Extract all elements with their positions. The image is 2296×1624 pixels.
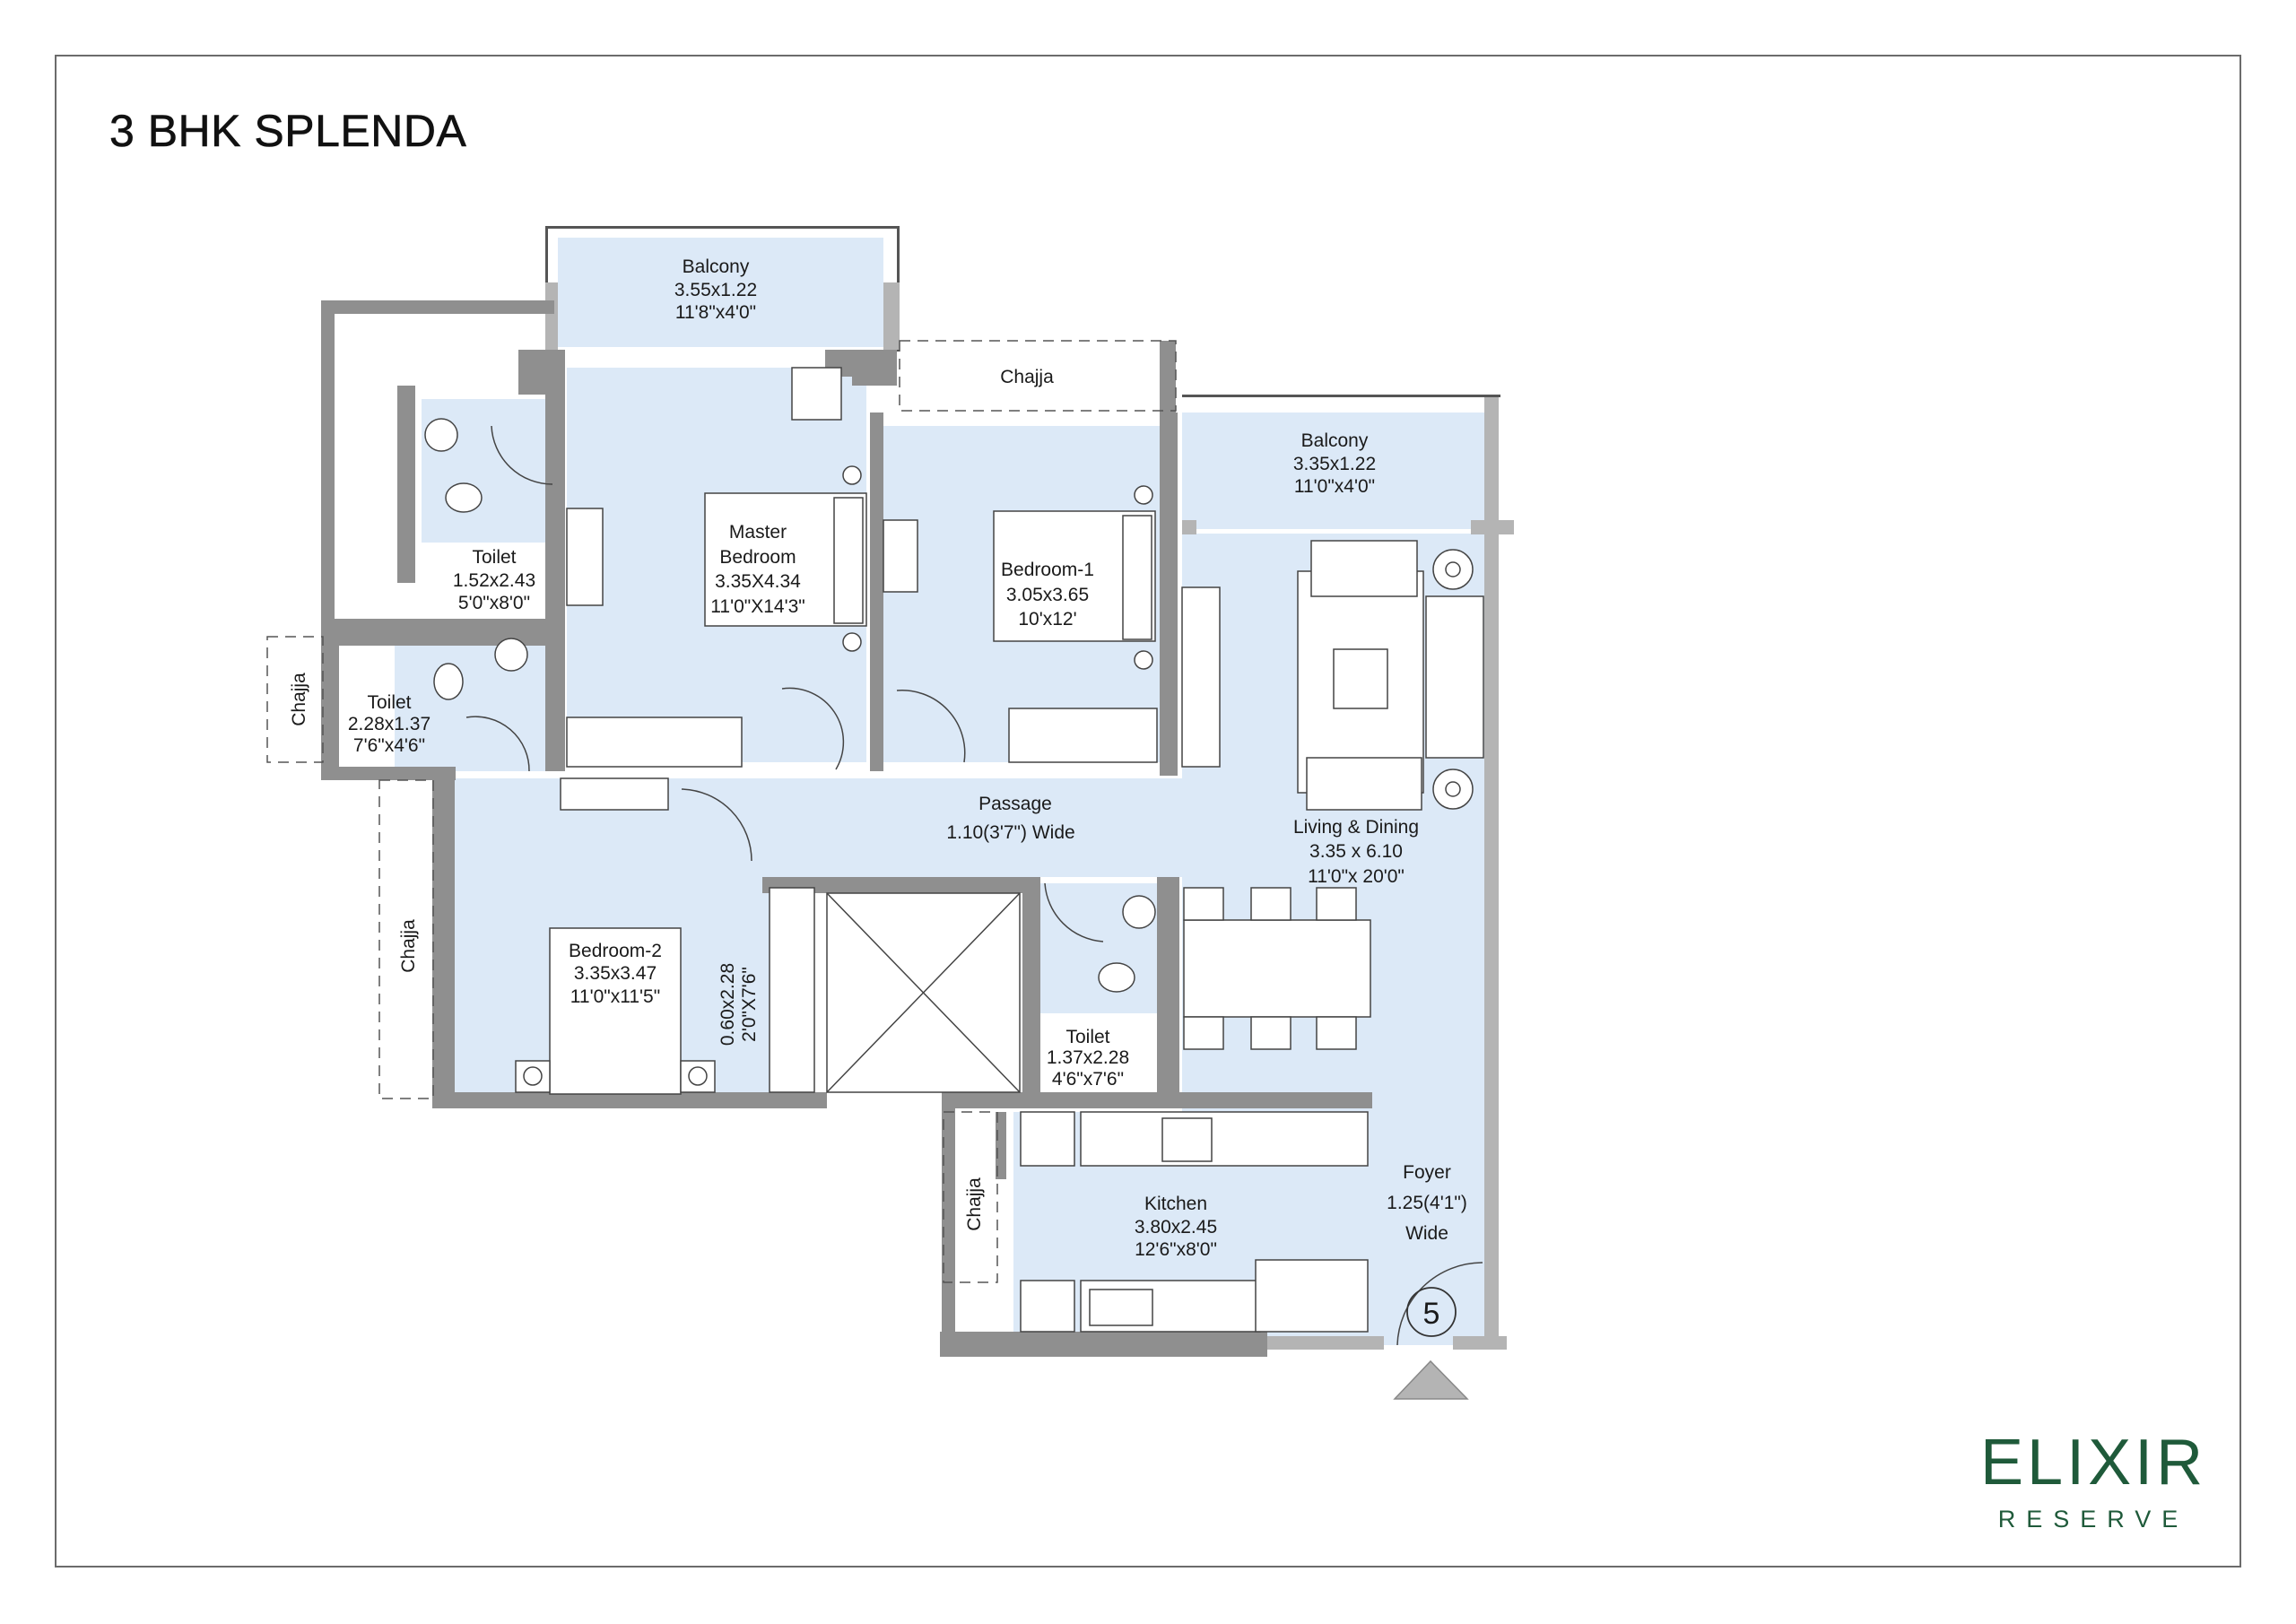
toilet-master-imperial: 5'0"x8'0" bbox=[458, 593, 530, 613]
entry-arrow-icon bbox=[1393, 1359, 1469, 1400]
chajja-bedroom2-outline bbox=[378, 779, 434, 1099]
toilet-common-imperial: 4'6"x7'6" bbox=[1052, 1069, 1124, 1090]
chajja-bedroom2-label: Chajja bbox=[398, 919, 419, 973]
foyer-name: Foyer bbox=[1403, 1162, 1451, 1183]
toilet-master-metric: 1.52x2.43 bbox=[453, 570, 535, 591]
wardrobe-metric: 0.60x2.28 bbox=[718, 963, 738, 1046]
bedroom2-metric: 3.35x3.47 bbox=[574, 963, 657, 984]
chajja-top-outline bbox=[899, 340, 1177, 412]
chajja-top-label: Chajja bbox=[1000, 367, 1054, 387]
cooktop bbox=[1161, 1117, 1213, 1162]
master-bedroom-name-2: Bedroom bbox=[719, 547, 796, 568]
chajja-left-outline bbox=[266, 636, 324, 763]
balcony-right-metric: 3.35x1.22 bbox=[1293, 454, 1376, 474]
sink bbox=[1089, 1289, 1153, 1326]
chajja-kitchen-outline bbox=[943, 1111, 998, 1283]
brand-logo: ELIXIR RESERVE bbox=[1980, 1427, 2207, 1533]
bedroom1-imperial: 10'x12' bbox=[1018, 609, 1076, 630]
furniture bbox=[424, 367, 1484, 1346]
kitchen-metric: 3.80x2.45 bbox=[1135, 1217, 1217, 1238]
wardrobe bbox=[769, 887, 815, 1093]
toilet-master-name: Toilet bbox=[472, 547, 516, 568]
kitchen-imperial: 12'6"x8'0" bbox=[1135, 1239, 1217, 1260]
toilet-common-name: Toilet bbox=[1065, 1027, 1109, 1047]
entry-number: 5 bbox=[1423, 1297, 1440, 1331]
passage-area bbox=[770, 778, 1182, 877]
balcony-right-imperial: 11'0"x4'0" bbox=[1294, 476, 1375, 497]
dining-table bbox=[1183, 919, 1371, 1018]
balcony-top-name: Balcony bbox=[683, 256, 750, 277]
passage-width: 1.10(3'7") Wide bbox=[946, 822, 1074, 843]
toilet-left-metric: 2.28x1.37 bbox=[348, 714, 430, 734]
foyer-suffix: Wide bbox=[1405, 1223, 1448, 1244]
passage-name: Passage bbox=[978, 794, 1052, 814]
drawing-frame bbox=[55, 55, 2241, 1568]
master-bedroom-name-1: Master bbox=[729, 522, 787, 543]
bedroom1-metric: 3.05x3.65 bbox=[1006, 585, 1089, 605]
master-bedroom-imperial: 11'0"X14'3" bbox=[710, 596, 804, 617]
page-title: 3 BHK SPLENDA bbox=[109, 106, 467, 157]
brand-sub: RESERVE bbox=[1997, 1506, 2189, 1533]
balcony-top-metric: 3.55x1.22 bbox=[674, 280, 757, 300]
living-dining-name: Living & Dining bbox=[1293, 817, 1419, 838]
bedroom2-imperial: 11'0"x11'5" bbox=[570, 986, 660, 1007]
chajja-left-label: Chajja bbox=[289, 673, 309, 726]
kitchen-name: Kitchen bbox=[1144, 1194, 1207, 1214]
toilet-left-imperial: 7'6"x4'6" bbox=[353, 735, 425, 756]
living-dining-metric: 3.35 x 6.10 bbox=[1309, 841, 1403, 862]
bedroom2-bed bbox=[549, 927, 682, 1095]
bedroom2-name: Bedroom-2 bbox=[569, 941, 662, 961]
living-dining-imperial: 11'0"x 20'0" bbox=[1308, 866, 1405, 887]
entry-number-circle bbox=[1406, 1287, 1457, 1337]
balcony-top-imperial: 11'8"x4'0" bbox=[675, 302, 756, 323]
master-bedroom-metric: 3.35X4.34 bbox=[715, 571, 801, 592]
chajja-kitchen-label: Chajja bbox=[964, 1177, 985, 1231]
toilet-left-name: Toilet bbox=[367, 692, 411, 713]
brand-name: ELIXIR bbox=[1980, 1427, 2207, 1498]
wardrobe-imperial: 2'0"X7'6" bbox=[739, 967, 760, 1042]
walls bbox=[321, 226, 1514, 1357]
foyer-width: 1.25(4'1") bbox=[1387, 1193, 1467, 1213]
balcony-right-name: Balcony bbox=[1301, 430, 1369, 451]
bedroom1-name: Bedroom-1 bbox=[1001, 560, 1094, 580]
toilet-common-metric: 1.37x2.28 bbox=[1047, 1047, 1129, 1068]
balcony-right-area bbox=[1182, 413, 1484, 529]
